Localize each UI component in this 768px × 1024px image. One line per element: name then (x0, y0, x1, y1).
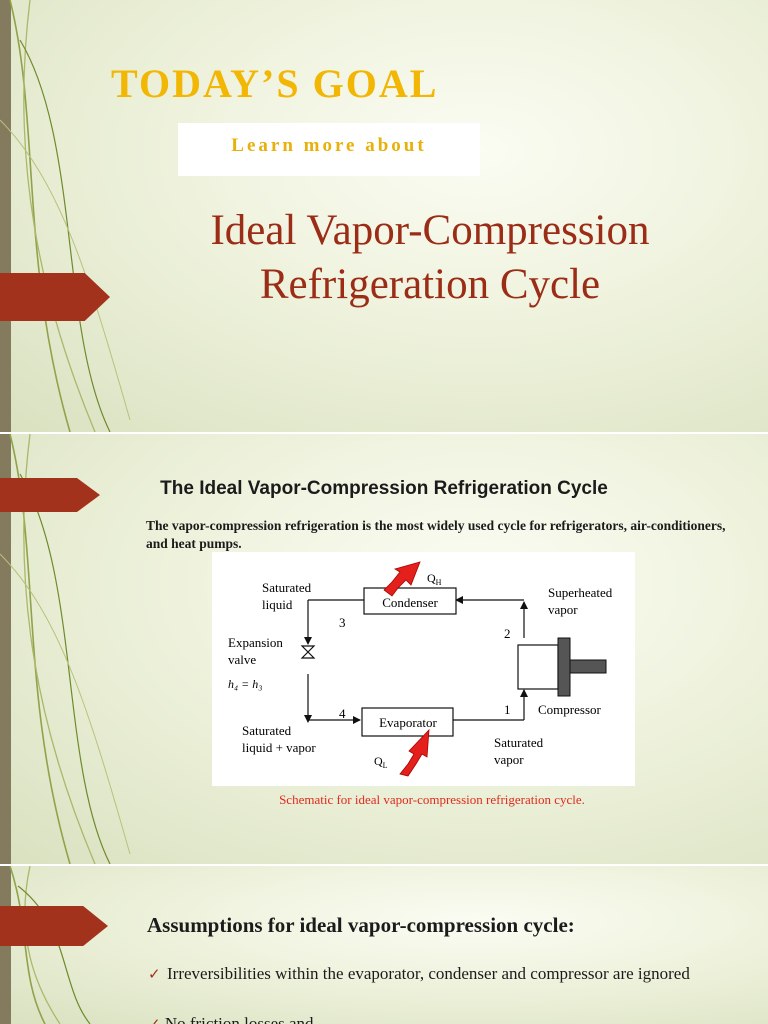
schematic-caption: Schematic for ideal vapor-compression re… (279, 792, 585, 807)
title-line-2: Refrigeration Cycle (259, 261, 601, 308)
cycle-schematic: Condenser Evaporator QH QL Saturated liq… (212, 552, 635, 786)
compressor-piston (557, 637, 571, 697)
ql-label: QL (374, 754, 388, 770)
arrow-tab (0, 478, 100, 512)
decorative-swirl (9, 866, 91, 1024)
assumption-text: Irreversibilities within the evaporator,… (167, 964, 690, 983)
arrow-tab (0, 906, 108, 946)
saturated-liquid-label-1: Saturated (262, 580, 312, 595)
assumption-text: No friction losses and (164, 1014, 314, 1024)
saturated-vapor-label-2: vapor (494, 752, 524, 767)
state-3-label: 3 (339, 615, 346, 630)
condenser-box (363, 587, 457, 615)
saturated-liquid-label-2: liquid (262, 597, 293, 612)
left-bar (0, 0, 11, 432)
main-title: Ideal Vapor-Compression Refrigeration Cy… (150, 204, 710, 312)
slide-assumptions: Assumptions for ideal vapor-compression … (0, 866, 768, 1024)
saturated-vapor-label-1: Saturated (494, 735, 544, 750)
learn-more-text: Learn more about (231, 135, 427, 156)
arrow-tab (0, 273, 110, 321)
schematic-diagram: Condenser Evaporator QH QL Saturated liq… (228, 561, 613, 777)
decorative-swirl (0, 0, 131, 432)
evaporator-box (361, 707, 454, 737)
check-icon: ✓ (148, 1015, 161, 1024)
state-2-label: 2 (504, 626, 511, 641)
assumptions-heading: Assumptions for ideal vapor-compression … (147, 913, 575, 937)
condenser-label: Condenser (382, 595, 438, 610)
evaporator-label: Evaporator (379, 715, 437, 730)
left-bar (0, 434, 11, 864)
superheated-label-1: Superheated (548, 585, 613, 600)
slide-goal: TODAY’S GOAL Learn more about Ideal Vapo… (0, 0, 768, 432)
qh-label: QH (427, 571, 442, 587)
enthalpy-equation: h₄ = h₃ (228, 677, 262, 691)
cycle-heading: The Ideal Vapor-Compression Refrigeratio… (160, 478, 608, 499)
expansion-valve-icon (300, 645, 316, 659)
compressor-label: Compressor (538, 702, 602, 717)
compressor-rod (569, 659, 607, 674)
saturated-mix-label-1: Saturated (242, 723, 292, 738)
compressor-body (517, 644, 559, 690)
title-line-1: Ideal Vapor-Compression (210, 207, 650, 254)
goal-heading: TODAY’S GOAL (111, 61, 439, 106)
cycle-intro: The vapor-compression refrigeration is t… (146, 518, 726, 551)
superheated-label-2: vapor (548, 602, 578, 617)
assumption-item: ✓ No friction losses and (148, 1014, 708, 1024)
expansion-label-2: valve (228, 652, 256, 667)
learn-more-box: Learn more about (178, 123, 480, 176)
slide-separator (0, 432, 768, 434)
slide-separator (0, 864, 768, 866)
check-icon: ✓ (148, 965, 161, 983)
heat-arrow-icon (383, 561, 421, 597)
slide-cycle: The Ideal Vapor-Compression Refrigeratio… (0, 434, 768, 864)
expansion-label-1: Expansion (228, 635, 283, 650)
state-4-label: 4 (339, 706, 346, 721)
heat-arrow-icon (399, 728, 430, 777)
assumption-item: ✓ Irreversibilities within the evaporato… (148, 962, 708, 986)
state-1-label: 1 (504, 702, 511, 717)
saturated-mix-label-2: liquid + vapor (242, 740, 316, 755)
